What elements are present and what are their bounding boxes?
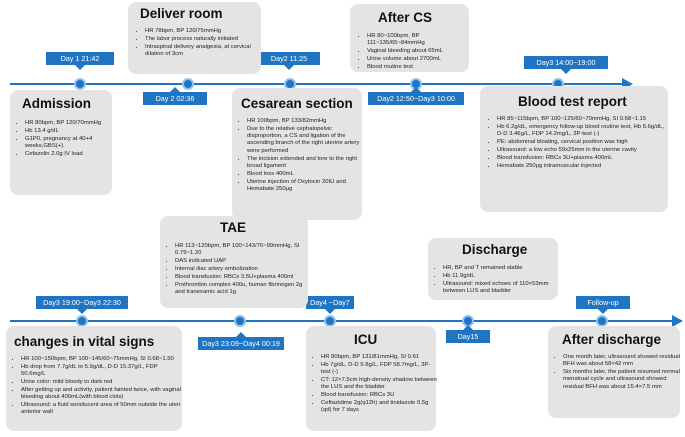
card-list: One month later, ultrasound showed resid… [554,354,683,392]
card-admission: Admission HR 80bpm, BP 120/70mmHg Hb 13.… [10,90,112,195]
list-item: Hb 6.2g/dL, emergency follow-up blood ro… [497,124,669,139]
list-item: Hb 7g/dL, D-D 9.8g/L, FDP 58.7mg/L, 3P-t… [321,362,439,377]
time-tag: Day2 11:25 [258,52,320,70]
time-tag: Day3 14:00~19:00 [524,56,608,74]
card-title: Deliver room [140,6,223,21]
time-tag: Day3 19:00~Day3 22:30 [36,296,128,314]
list-item: Urine volume about 2700mL [367,56,477,63]
card-deliver-room: Deliver room HR 78bpm, BP 120/75mmHg The… [128,2,261,74]
list-item: Blood transfusion: RBCs 3.5U+plasma 400m… [175,274,311,281]
list-item: Cefazolin 2.0g IV load [25,151,113,158]
list-item: After getting up and activity, patient f… [21,387,183,402]
list-item: HR 113~120bpm, BP 100~143/70~99mmHg, SI … [175,243,311,258]
list-item: Blood transfusion: RBCs 3U [321,392,439,399]
card-icu: ICU HR 80bpm, BP 131/81mmHg, SI 0.61 Hb … [306,326,439,431]
list-item: Blood transfusion: RBCs 3U+plasma 400mL [497,155,669,162]
list-item: CT: 12×7.5cm high-density shadow between… [321,377,439,392]
time-tag: Day4 ~Day7 [306,296,354,314]
time-tag: Day15 [446,325,490,343]
card-after-discharge: After discharge One month later, ultraso… [548,326,680,418]
card-title: After discharge [562,332,662,347]
list-item: PE: abdominal bloating, cervical positio… [497,139,669,146]
card-list: HR 80bpm, BP 131/81mmHg, SI 0.61 Hb 7g/d… [312,354,439,415]
card-blood-test-report: Blood test report HR 85~115bpm, BP 100~1… [480,86,668,212]
list-item: Hemabate 250μg intramuscular injected [497,163,669,170]
list-item: Blood routine test [367,64,477,71]
list-item: Prothrombin complex 400u, human fibrinog… [175,282,311,297]
card-tae: TAE HR 113~120bpm, BP 100~143/70~99mmHg,… [160,216,308,308]
card-list: HR 80~100bpm, BP 111~135/65~84mmHg Vagin… [358,33,477,72]
card-after-cs: After CS HR 80~100bpm, BP 111~135/65~84m… [350,4,469,72]
time-tag: Follow-up [576,296,630,314]
card-title: Discharge [462,242,528,257]
card-title: Cesarean section [241,96,353,111]
list-item: The labor process naturally initiated [145,36,259,43]
timeline-1-arrowhead [622,78,633,90]
card-list: HR 80bpm, BP 120/70mmHg Hb 13.4 g/dL G1P… [16,120,113,159]
list-item: Uterine injection of Oxytocin 20IU and H… [247,179,363,194]
card-list: HR 113~120bpm, BP 100~143/70~99mmHg, SI … [166,243,311,297]
list-item: DAS indicated UAP [175,258,311,265]
card-title: changes in vital signs [14,334,155,349]
list-item: HR 80bpm, BP 120/70mmHg [25,120,113,127]
card-title: After CS [378,10,433,25]
list-item: Due to the relative cephalopelvic dispro… [247,126,363,155]
card-title: ICU [354,332,378,347]
list-item: HR 100~150bpm, BP 100~145/60~75mmHg, SI … [21,356,183,363]
list-item: Intraspinal delivery analgesia, at cervi… [145,44,259,59]
timeline-1-line [10,83,624,85]
time-tag: Day2 12:50~Day3 10:00 [368,87,464,105]
list-item: Ceftazidime 2g(q12h) and tinidazole 0.5g… [321,400,439,415]
list-item: G1P0, pregnancy at 40+4 weeks,GBS(+). [25,136,113,151]
list-item: HR 85~115bpm, BP 100~125/60~70mmHg, SI 0… [497,116,669,123]
card-list: HR 100~150bpm, BP 100~145/60~75mmHg, SI … [12,356,183,417]
list-item: Urine color: mild bloody to dark red [21,379,183,386]
list-item: Six months later, the patient resumed no… [563,369,683,391]
list-item: Internal iliac artery embolization [175,266,311,273]
time-tag: Day3 23:09~Day4 00:19 [198,332,284,350]
time-tag: Day 2 02:36 [143,87,207,105]
card-list: HR 85~115bpm, BP 100~125/60~70mmHg, SI 0… [488,116,669,171]
card-title: TAE [220,220,246,235]
timeline-1-node [74,78,86,90]
card-list: HR, BP and T remained stable Hb 11.9g/dL… [434,265,561,296]
list-item: HR 100bpm, BP 133/82mmHg [247,118,363,125]
list-item: HR 80bpm, BP 131/81mmHg, SI 0.61 [321,354,439,361]
card-changes-in-vital-signs: changes in vital signs HR 100~150bpm, BP… [6,326,182,431]
list-item: Vaginal bleeding about 65mL [367,48,477,55]
list-item: HR 78bpm, BP 120/75mmHg [145,28,259,35]
card-list: HR 78bpm, BP 120/75mmHg The labor proces… [136,28,259,59]
time-tag: Day 1 21:42 [46,52,114,70]
list-item: HR 80~100bpm, BP 111~135/65~84mmHg [367,33,477,48]
list-item: Hb drop from 7.7g/dL to 5.9g/dL, D-D 15.… [21,364,183,379]
timeline-2-line [10,320,674,322]
list-item: The incision extended and tore to the ri… [247,156,363,171]
list-item: HR, BP and T remained stable [443,265,561,272]
card-list: HR 100bpm, BP 133/82mmHg Due to the rela… [238,118,363,194]
list-item: Ultrasound: a low echo 59x25mm in the ut… [497,147,669,154]
list-item: Ultrasound: a fluid sonolucent area of 5… [21,402,183,417]
list-item: Hb 11.9g/dL [443,273,561,280]
list-item: Ultrasound: mixed echoes of 110×53mm bet… [443,281,561,296]
timeline-2-node [234,315,246,327]
list-item: Hb 13.4 g/dL [25,128,113,135]
timeline-2-arrowhead [672,315,683,327]
card-title: Admission [22,96,92,111]
timeline-1-node [182,78,194,90]
card-discharge: Discharge HR, BP and T remained stable H… [428,238,558,300]
list-item: One month later, ultrasound showed resid… [563,354,683,369]
list-item: Blood loss 400mL [247,171,363,178]
card-title: Blood test report [518,94,627,109]
card-cesarean-section: Cesarean section HR 100bpm, BP 133/82mmH… [232,88,362,220]
